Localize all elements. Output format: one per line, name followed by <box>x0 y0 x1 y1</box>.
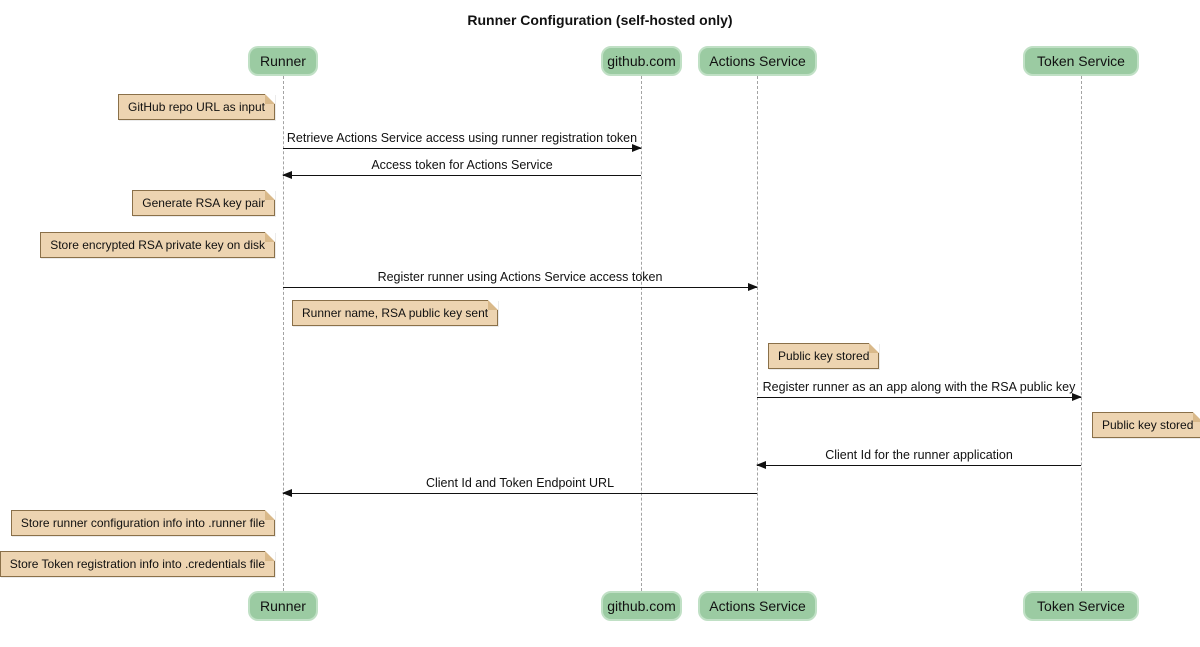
note-store-runner-file: Store runner configuration info into .ru… <box>10 510 276 536</box>
lifeline-github-com <box>641 76 642 591</box>
message-label: Register runner as an app along with the… <box>762 380 1076 394</box>
lifeline-actions-service <box>757 76 758 591</box>
arrowhead-right-icon <box>748 283 758 291</box>
participant-bottom-github-com: github.com <box>601 591 682 621</box>
arrowhead-left-icon <box>756 461 766 469</box>
arrow-right <box>283 144 642 152</box>
arrow-left <box>282 489 757 497</box>
note-public-key-stored-ts: Public key stored <box>1092 412 1200 438</box>
arrowhead-left-icon <box>282 489 292 497</box>
message-client-id-token-endpoint: Client Id and Token Endpoint URL <box>282 476 757 497</box>
participant-top-github-com: github.com <box>601 46 682 76</box>
message-label: Retrieve Actions Service access using ru… <box>286 131 638 145</box>
message-register-runner-app: Register runner as an app along with the… <box>757 380 1082 401</box>
message-retrieve-actions-access: Retrieve Actions Service access using ru… <box>283 131 642 152</box>
message-label: Client Id and Token Endpoint URL <box>425 476 615 490</box>
note-store-credentials: Store Token registration info into .cred… <box>0 551 276 577</box>
note-generate-rsa-key: Generate RSA key pair <box>132 190 275 216</box>
diagram-title: Runner Configuration (self-hosted only) <box>467 12 733 28</box>
participant-top-runner: Runner <box>248 46 318 76</box>
arrow-left <box>756 461 1081 469</box>
arrowhead-right-icon <box>632 144 642 152</box>
participant-bottom-runner: Runner <box>248 591 318 621</box>
message-label: Access token for Actions Service <box>371 158 553 172</box>
message-access-token: Access token for Actions Service <box>282 158 641 179</box>
note-github-repo-url: GitHub repo URL as input <box>118 94 275 120</box>
arrow-right <box>757 393 1082 401</box>
participant-bottom-actions-service: Actions Service <box>698 591 817 621</box>
arrow-right <box>283 283 758 291</box>
note-store-private-key: Store encrypted RSA private key on disk <box>40 232 275 258</box>
message-client-id-runner-app: Client Id for the runner application <box>756 448 1081 469</box>
participant-top-token-service: Token Service <box>1023 46 1139 76</box>
note-runner-name-sent: Runner name, RSA public key sent <box>292 300 499 326</box>
lifeline-runner <box>283 76 284 591</box>
note-public-key-stored-as: Public key stored <box>768 343 880 369</box>
lifeline-token-service <box>1081 76 1082 591</box>
arrowhead-left-icon <box>282 171 292 179</box>
arrowhead-right-icon <box>1072 393 1082 401</box>
participant-bottom-token-service: Token Service <box>1023 591 1139 621</box>
message-label: Client Id for the runner application <box>825 448 1013 462</box>
message-register-runner: Register runner using Actions Service ac… <box>283 270 758 291</box>
participant-top-actions-service: Actions Service <box>698 46 817 76</box>
message-label: Register runner using Actions Service ac… <box>377 270 663 284</box>
arrow-left <box>282 171 641 179</box>
